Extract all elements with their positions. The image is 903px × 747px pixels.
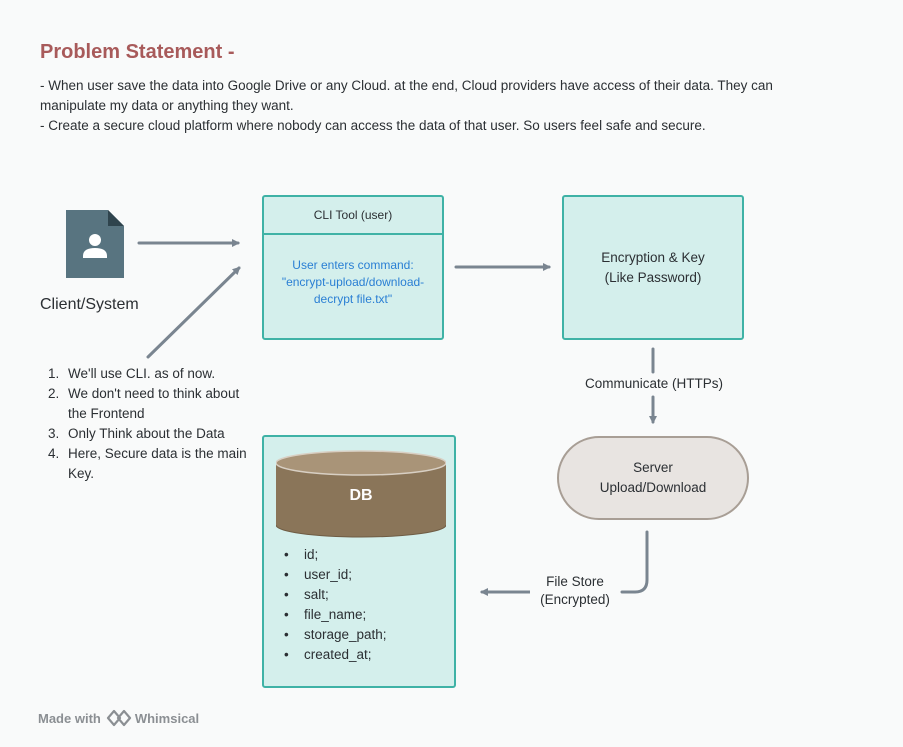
database-fields: id; user_id; salt; file_name; storage_pa… xyxy=(284,545,387,665)
arrow-server-to-db-right xyxy=(620,530,649,594)
note-number: 3. xyxy=(48,426,60,441)
list-item: 3. Only Think about the Data xyxy=(48,424,248,444)
encryption-line: (Like Password) xyxy=(604,269,702,285)
list-item: created_at; xyxy=(284,645,387,665)
cli-tool-title: CLI Tool (user) xyxy=(264,197,442,235)
whimsical-brand-text: Whimsical xyxy=(134,710,200,726)
note-number: 4. xyxy=(48,446,60,461)
made-with-whimsical-link[interactable]: Made with Whimsical xyxy=(38,709,199,727)
made-with-text: Made with xyxy=(38,710,101,726)
note-text: Only Think about the Data xyxy=(68,426,225,441)
note-text: We don't need to think about the Fronten… xyxy=(68,386,240,421)
file-store-line: File Store xyxy=(546,574,604,589)
list-item: 2. We don't need to think about the Front… xyxy=(48,384,248,424)
note-text: Here, Secure data is the main Key. xyxy=(68,446,247,481)
list-item: user_id; xyxy=(284,565,387,585)
communicate-label: Communicate (HTTPs) xyxy=(574,376,734,391)
encryption-line: Encryption & Key xyxy=(601,249,705,265)
server-line: Upload/Download xyxy=(599,480,707,495)
list-item: 4. Here, Secure data is the main Key. xyxy=(48,444,248,484)
encryption-key-box[interactable]: Encryption & Key (Like Password) xyxy=(562,195,744,340)
problem-description: - When user save the data into Google Dr… xyxy=(40,76,840,136)
server-line: Server xyxy=(633,460,673,475)
notes-list: 1. We'll use CLI. as of now. 2. We don't n… xyxy=(48,364,248,484)
database-box[interactable]: DB id; user_id; salt; file_name; storage… xyxy=(262,435,456,688)
whimsical-logo-icon xyxy=(106,709,131,727)
cli-command-line: User enters command: xyxy=(292,258,414,272)
list-item: salt; xyxy=(284,585,387,605)
database-cylinder-icon xyxy=(276,450,446,538)
cli-command-line: "encrypt-upload/download-decrypt file.tx… xyxy=(281,275,425,306)
list-item: file_name; xyxy=(284,605,387,625)
cli-command-text: User enters command: "encrypt-upload/dow… xyxy=(264,235,442,308)
client-system-label: Client/System xyxy=(40,296,139,313)
file-store-line: (Encrypted) xyxy=(540,592,610,607)
list-item: storage_path; xyxy=(284,625,387,645)
arrow-notes-to-cli xyxy=(146,266,241,359)
page-title: Problem Statement - xyxy=(40,41,235,63)
database-label: DB xyxy=(349,487,373,504)
list-item: 1. We'll use CLI. as of now. xyxy=(48,364,248,384)
note-number: 2. xyxy=(48,386,60,401)
document-user-icon xyxy=(66,210,124,278)
description-line: - Create a secure cloud platform where n… xyxy=(40,118,706,133)
description-line: - When user save the data into Google Dr… xyxy=(40,78,773,113)
note-text: We'll use CLI. as of now. xyxy=(68,366,216,381)
cli-tool-box[interactable]: CLI Tool (user) User enters command: "en… xyxy=(262,195,444,340)
file-store-label: File Store (Encrypted) xyxy=(530,573,620,609)
list-item: id; xyxy=(284,545,387,565)
server-node[interactable]: Server Upload/Download xyxy=(557,436,749,520)
note-number: 1. xyxy=(48,366,60,381)
